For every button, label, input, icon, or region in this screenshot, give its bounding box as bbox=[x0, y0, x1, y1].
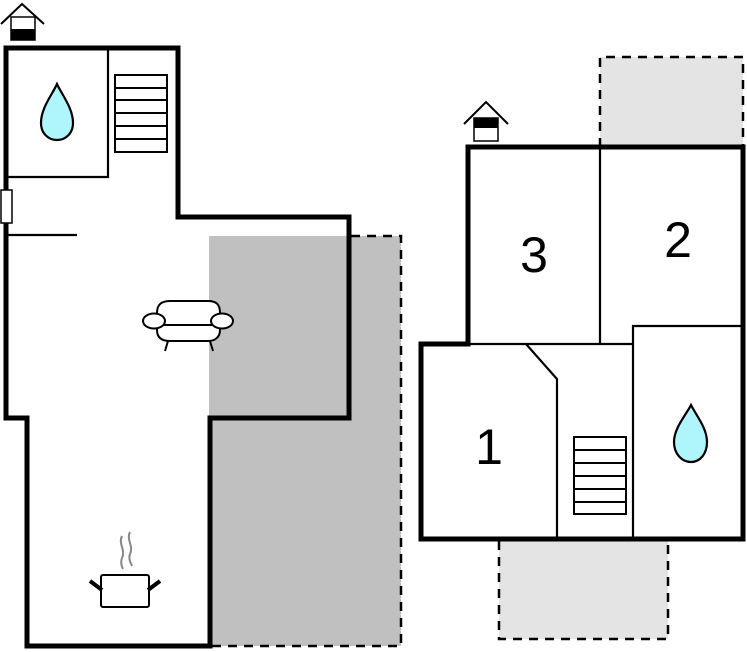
bathroom-partition bbox=[6, 48, 110, 179]
balcony-bottom bbox=[499, 541, 668, 639]
room-label-3: 3 bbox=[520, 227, 548, 283]
sofa-icon bbox=[142, 300, 234, 352]
room-label-1: 1 bbox=[475, 419, 503, 475]
balcony-top-dashed-outline bbox=[598, 55, 745, 147]
bathroom-partition-upper bbox=[631, 324, 741, 539]
entrance-house-icon bbox=[463, 100, 509, 142]
stairs-icon bbox=[114, 74, 168, 153]
ground-floor-outer-wall bbox=[3, 45, 352, 649]
water-drop-icon bbox=[672, 402, 709, 464]
cooking-pot-icon bbox=[88, 531, 162, 608]
room-label-2: 2 bbox=[664, 212, 692, 268]
water-drop-icon bbox=[39, 81, 75, 142]
stairs-icon bbox=[573, 436, 627, 515]
balcony-top bbox=[600, 57, 743, 147]
balcony-bottom-dashed-outline bbox=[497, 541, 670, 641]
terrace bbox=[209, 236, 401, 646]
terrace-dashed-outline bbox=[209, 234, 403, 648]
bedroom-1-partition bbox=[525, 343, 559, 539]
ground-floor bbox=[0, 2, 403, 649]
door-marker bbox=[0, 189, 13, 224]
entrance-house-icon bbox=[0, 2, 45, 41]
upper-floor: 3 2 1 bbox=[418, 55, 746, 641]
